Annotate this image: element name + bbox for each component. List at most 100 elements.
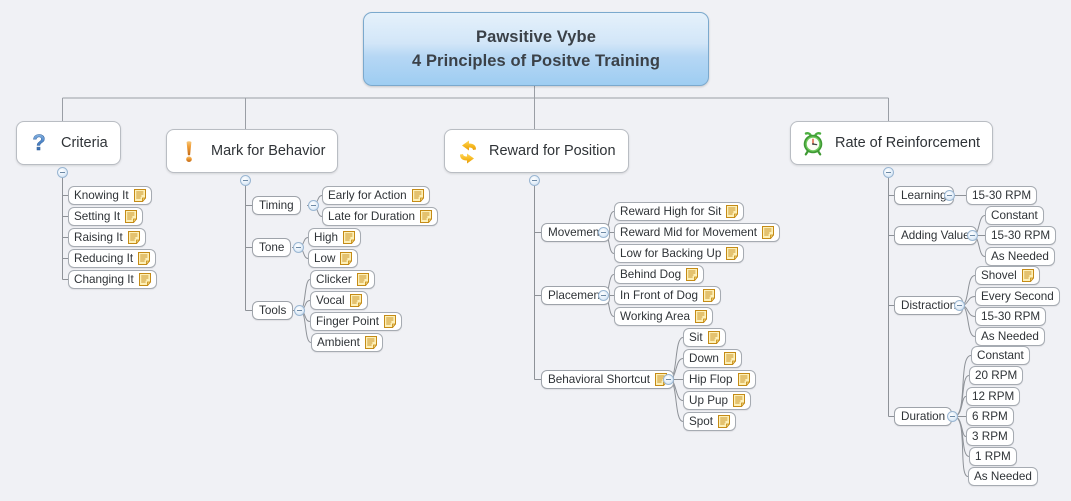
collapse-toggle-mark-for-behavior[interactable] xyxy=(240,175,251,186)
mid-label: Movement xyxy=(548,226,603,239)
branch-node-reward-for-position[interactable]: Reward for Position xyxy=(444,129,629,173)
collapse-toggle-tools[interactable] xyxy=(294,305,305,316)
note-icon xyxy=(723,352,737,366)
leaf-label: Low for Backing Up xyxy=(620,247,722,260)
leaf-reward-high-for-sit[interactable]: Reward High for Sit xyxy=(614,202,745,221)
leaf-knowing-it[interactable]: Knowing It xyxy=(68,186,152,205)
mid-label: Learning xyxy=(901,189,947,202)
branch-label-rate-of-reinforcement: Rate of Reinforcement xyxy=(835,135,981,151)
note-icon xyxy=(702,289,716,303)
root-node[interactable]: Pawsitive Vybe 4 Principles of Positve T… xyxy=(363,12,709,86)
leaf-duration-6-rpm[interactable]: 6 RPM xyxy=(966,407,1014,426)
mid-node-tone[interactable]: Tone xyxy=(252,238,292,257)
leaf-behind-dog[interactable]: Behind Dog xyxy=(614,265,705,284)
leaf-label: 6 RPM xyxy=(972,410,1008,423)
leaf-label: Reward High for Sit xyxy=(620,205,722,218)
leaf-reducing-it[interactable]: Reducing It xyxy=(68,249,157,268)
mid-label: Timing xyxy=(259,199,294,212)
leaf-high[interactable]: High xyxy=(308,228,362,247)
leaf-vocal[interactable]: Vocal xyxy=(310,291,368,310)
branch-node-rate-of-reinforcement[interactable]: Rate of Reinforcement xyxy=(790,121,994,165)
collapse-toggle-criteria[interactable] xyxy=(57,167,68,178)
leaf-label: Early for Action xyxy=(328,189,407,202)
mid-node-distraction[interactable]: Distraction xyxy=(894,296,964,315)
leaf-distraction-as-needed[interactable]: As Needed xyxy=(975,327,1045,346)
collapse-toggle-movement[interactable] xyxy=(598,227,609,238)
branch-node-criteria[interactable]: ? Criteria xyxy=(16,121,121,165)
note-icon xyxy=(138,252,151,266)
leaf-working-area[interactable]: Working Area xyxy=(614,307,713,326)
leaf-low-for-backing-up[interactable]: Low for Backing Up xyxy=(614,244,745,263)
leaf-label: Clicker xyxy=(316,273,352,286)
mid-node-placement[interactable]: Placement xyxy=(541,286,611,305)
leaf-early-for-action[interactable]: Early for Action xyxy=(322,186,430,205)
mid-node-adding-value[interactable]: Adding Value xyxy=(894,226,977,245)
leaf-distraction-15-30-rpm[interactable]: 15-30 RPM xyxy=(975,307,1047,326)
branch-label-mark-for-behavior: Mark for Behavior xyxy=(211,143,326,159)
collapse-toggle-behavioral-shortcut[interactable] xyxy=(663,374,674,385)
svg-text:?: ? xyxy=(32,130,45,155)
mid-node-tools[interactable]: Tools xyxy=(252,301,294,320)
leaf-duration-constant[interactable]: Constant xyxy=(971,346,1030,365)
leaf-adding-value-15-30-rpm[interactable]: 15-30 RPM xyxy=(985,226,1057,245)
mid-node-duration[interactable]: Duration xyxy=(894,407,953,426)
leaf-duration-as-needed[interactable]: As Needed xyxy=(968,467,1038,486)
leaf-learning-15-30-rpm[interactable]: 15-30 RPM xyxy=(966,186,1038,205)
leaf-label: Low xyxy=(314,252,336,265)
collapse-toggle-reward-for-position[interactable] xyxy=(529,175,540,186)
leaf-label: Vocal xyxy=(316,294,345,307)
collapse-toggle-tone[interactable] xyxy=(293,242,304,253)
leaf-shovel[interactable]: Shovel xyxy=(975,266,1040,285)
mid-node-movement[interactable]: Movement xyxy=(541,223,610,242)
note-icon xyxy=(127,231,141,245)
leaf-label: Constant xyxy=(991,209,1038,222)
note-icon xyxy=(125,210,138,224)
leaf-label: Reward Mid for Movement xyxy=(620,226,758,239)
leaf-label: Late for Duration xyxy=(328,210,416,223)
leaf-label: 15-30 RPM xyxy=(981,310,1041,323)
mid-node-learning[interactable]: Learning xyxy=(894,186,954,205)
leaf-duration-20-rpm[interactable]: 20 RPM xyxy=(969,366,1024,385)
leaf-duration-1-rpm[interactable]: 1 RPM xyxy=(969,447,1017,466)
leaf-hip-flop[interactable]: Hip Flop xyxy=(683,370,756,389)
leaf-clicker[interactable]: Clicker xyxy=(310,270,375,289)
leaf-adding-value-as-needed[interactable]: As Needed xyxy=(985,247,1055,266)
leaf-reward-mid-for-movement[interactable]: Reward Mid for Movement xyxy=(614,223,781,242)
mid-node-behavioral-shortcut[interactable]: Behavioral Shortcut xyxy=(541,370,674,389)
root-title-line1: Pawsitive Vybe xyxy=(475,28,597,46)
collapse-toggle-duration[interactable] xyxy=(947,411,958,422)
mid-node-timing[interactable]: Timing xyxy=(252,196,301,215)
collapse-toggle-rate-of-reinforcement[interactable] xyxy=(883,167,894,178)
leaf-label: As Needed xyxy=(981,330,1039,343)
leaf-finger-point[interactable]: Finger Point xyxy=(310,312,403,331)
leaf-late-for-duration[interactable]: Late for Duration xyxy=(322,207,439,226)
leaf-every-second[interactable]: Every Second xyxy=(975,287,1060,306)
branch-node-mark-for-behavior[interactable]: Mark for Behavior xyxy=(166,129,339,173)
leaf-duration-12-rpm[interactable]: 12 RPM xyxy=(966,387,1021,406)
leaf-low[interactable]: Low xyxy=(308,249,359,268)
leaf-in-front-of-dog[interactable]: In Front of Dog xyxy=(614,286,721,305)
leaf-down[interactable]: Down xyxy=(683,349,742,368)
collapse-toggle-learning[interactable] xyxy=(944,190,955,201)
leaf-sit[interactable]: Sit xyxy=(683,328,726,347)
leaf-spot[interactable]: Spot xyxy=(683,412,737,431)
leaf-up-pup[interactable]: Up Pup xyxy=(683,391,751,410)
note-icon xyxy=(356,273,370,287)
leaf-ambient[interactable]: Ambient xyxy=(311,333,383,352)
leaf-setting-it[interactable]: Setting It xyxy=(68,207,144,226)
leaf-duration-3-rpm[interactable]: 3 RPM xyxy=(966,427,1014,446)
leaf-changing-it[interactable]: Changing It xyxy=(68,270,157,289)
collapse-toggle-timing[interactable] xyxy=(308,200,319,211)
collapse-toggle-distraction[interactable] xyxy=(954,300,965,311)
note-icon xyxy=(384,315,397,329)
collapse-toggle-adding-value[interactable] xyxy=(967,230,978,241)
note-icon xyxy=(1021,269,1035,283)
note-icon xyxy=(364,336,378,350)
leaf-raising-it[interactable]: Raising It xyxy=(68,228,146,247)
leaf-adding-value-constant[interactable]: Constant xyxy=(985,206,1044,225)
leaf-label: 3 RPM xyxy=(972,430,1008,443)
leaf-label: Raising It xyxy=(74,231,123,244)
leaf-label: 12 RPM xyxy=(972,390,1015,403)
note-icon xyxy=(762,226,775,240)
collapse-toggle-placement[interactable] xyxy=(598,290,609,301)
